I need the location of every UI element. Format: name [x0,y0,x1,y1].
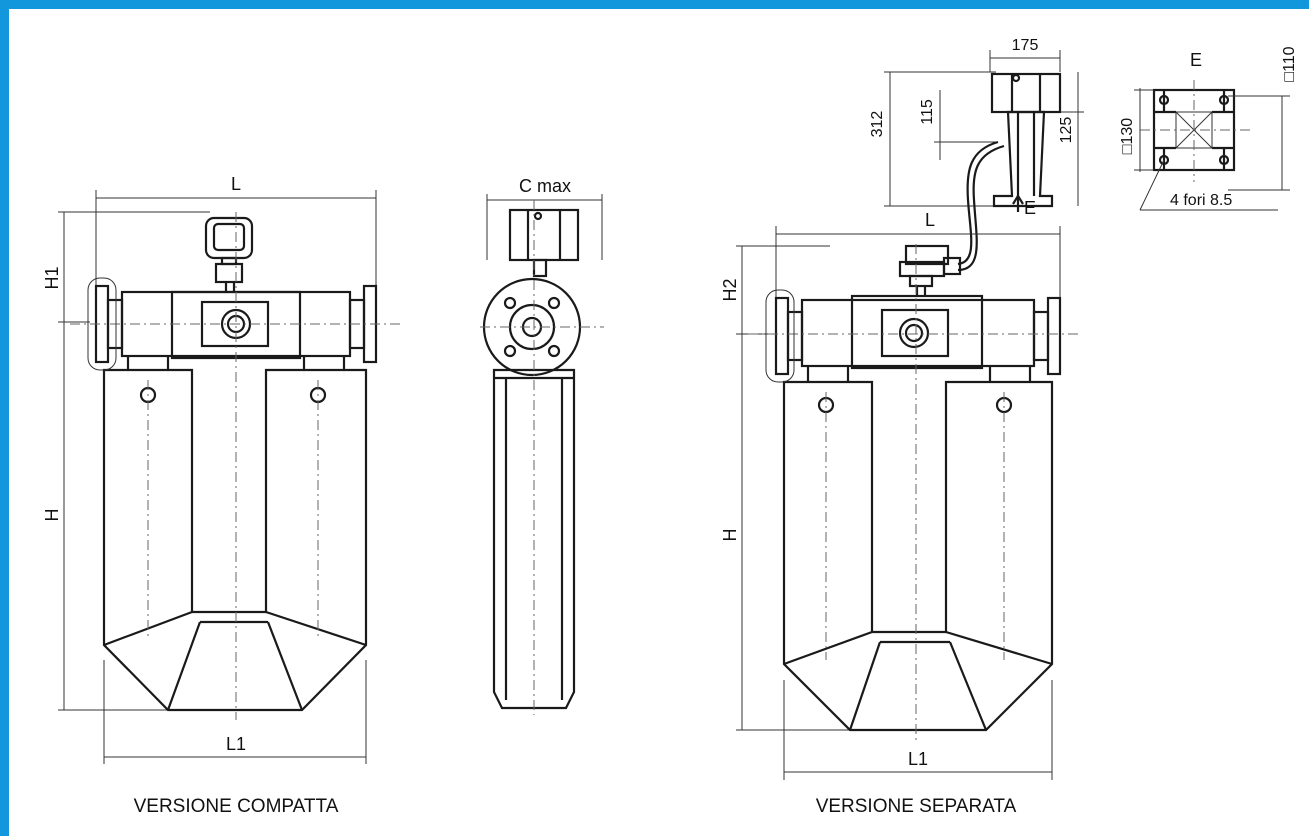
view-e-title: E [1190,50,1202,70]
compact-dim-l1: L1 [226,734,246,754]
compact-version-caption: VERSIONE COMPATTA [134,796,339,817]
separate-dim-l: L [925,210,935,230]
separate-dim-h2: H2 [720,278,740,301]
view-e-holes-note: 4 fori 8.5 [1170,192,1232,209]
side-view-drawing: C max [480,176,604,715]
side-dim-cmax: C max [519,176,571,196]
separate-dim-312: 312 [869,111,886,138]
separate-version-caption: VERSIONE SEPARATA [816,796,1017,817]
separate-view-arrow-e: E [1024,198,1036,218]
view-e-drawing: E □110 □130 4 fori 8.5 [1119,46,1298,211]
separate-dim-h: H [720,529,740,542]
compact-dim-l: L [231,174,241,194]
separate-dim-125: 125 [1058,117,1075,144]
view-e-dim-110: □110 [1281,46,1298,81]
compact-dim-h: H [42,509,62,522]
separate-dim-115: 115 [919,99,936,125]
compact-dim-h1: H1 [42,266,62,289]
separate-dim-l1: L1 [908,749,928,769]
separate-version-drawing: 175 312 115 125 E L [720,37,1084,780]
compact-version-drawing: L H1 H L1 [42,174,400,764]
view-e-dim-130: □130 [1119,118,1136,154]
separate-dim-175: 175 [1012,37,1039,54]
